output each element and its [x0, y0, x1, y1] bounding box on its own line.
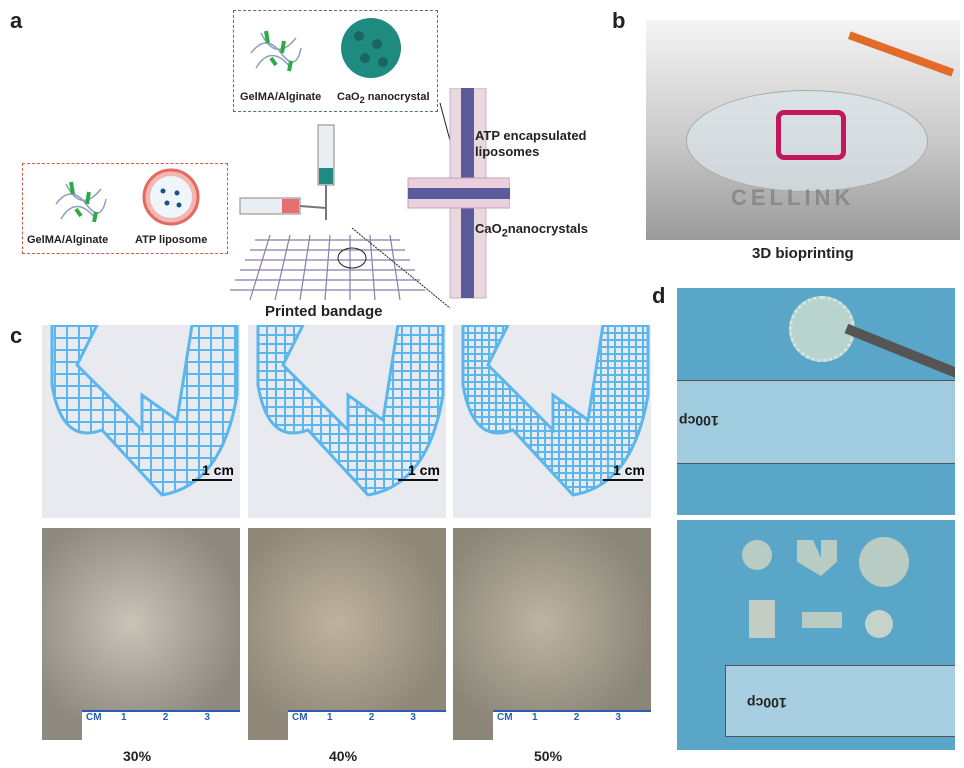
print-design-40: 1 cm [248, 325, 446, 518]
bioprinter-photo: CELLINK [646, 20, 960, 240]
ruler: CM 1 2 3 [493, 710, 651, 740]
callout-atp-liposomes-line2: liposomes [475, 144, 540, 159]
polymer-network-icon [55, 181, 107, 223]
polymer-network-icon [250, 30, 302, 72]
bioprinting-caption: 3D bioprinting [752, 245, 854, 262]
scale-bar-label: 1 cm [202, 462, 234, 478]
printed-photo-50: CM 1 2 3 [453, 528, 651, 740]
caption-30: 30% [123, 748, 152, 764]
panel-label-a: a [10, 8, 23, 33]
gelma-atp-box: GelMA/Alginate ATP liposome [22, 163, 228, 254]
bandage-shapes-photo: 100cp [677, 520, 955, 750]
ruler-brand: 100cp [679, 413, 719, 429]
left-box-label-gelma: GelMA/Alginate [27, 234, 109, 246]
left-box-label-atp: ATP liposome [135, 234, 208, 246]
top-box-label-gelma: GelMA/Alginate [240, 91, 322, 103]
callout-cao2-nanocrystals: CaO2nanocrystals [475, 221, 588, 240]
caption-40: 40% [329, 748, 358, 764]
callout-atp-liposomes-line1: ATP encapsulated [475, 128, 587, 143]
panel-label-d: d [652, 283, 666, 308]
scale-bar-label: 1 cm [408, 462, 440, 478]
scale-bar-label: 1 cm [613, 462, 645, 478]
ruler-brand: 100cp [747, 695, 787, 711]
filament-crosssection-illustration [351, 88, 510, 309]
printed-photo-40: CM 1 2 3 [248, 528, 446, 740]
panel-label-b: b [612, 8, 626, 33]
gelma-cao2-box: GelMA/Alginate CaO2 nanocrystal [233, 10, 438, 112]
flower-bandage-photo: 100cp [677, 288, 955, 515]
nanocrystal-icon [341, 18, 401, 78]
cellink-logo: CELLINK [731, 185, 855, 210]
ruler: CM 1 2 3 [288, 710, 446, 740]
print-design-50: 1 cm [453, 325, 651, 518]
top-box-label-cao2: CaO2 nanocrystal [337, 91, 430, 106]
printed-bandage-caption: Printed bandage [265, 303, 383, 320]
print-design-30: 1 cm [42, 325, 240, 518]
liposome-icon [142, 168, 200, 226]
caption-50: 50% [534, 748, 563, 764]
syringes-and-mesh-illustration [230, 124, 425, 301]
ruler: CM 1 2 3 [82, 710, 240, 740]
printed-photo-30: CM 1 2 3 [42, 528, 240, 740]
panel-label-c: c [10, 323, 23, 348]
